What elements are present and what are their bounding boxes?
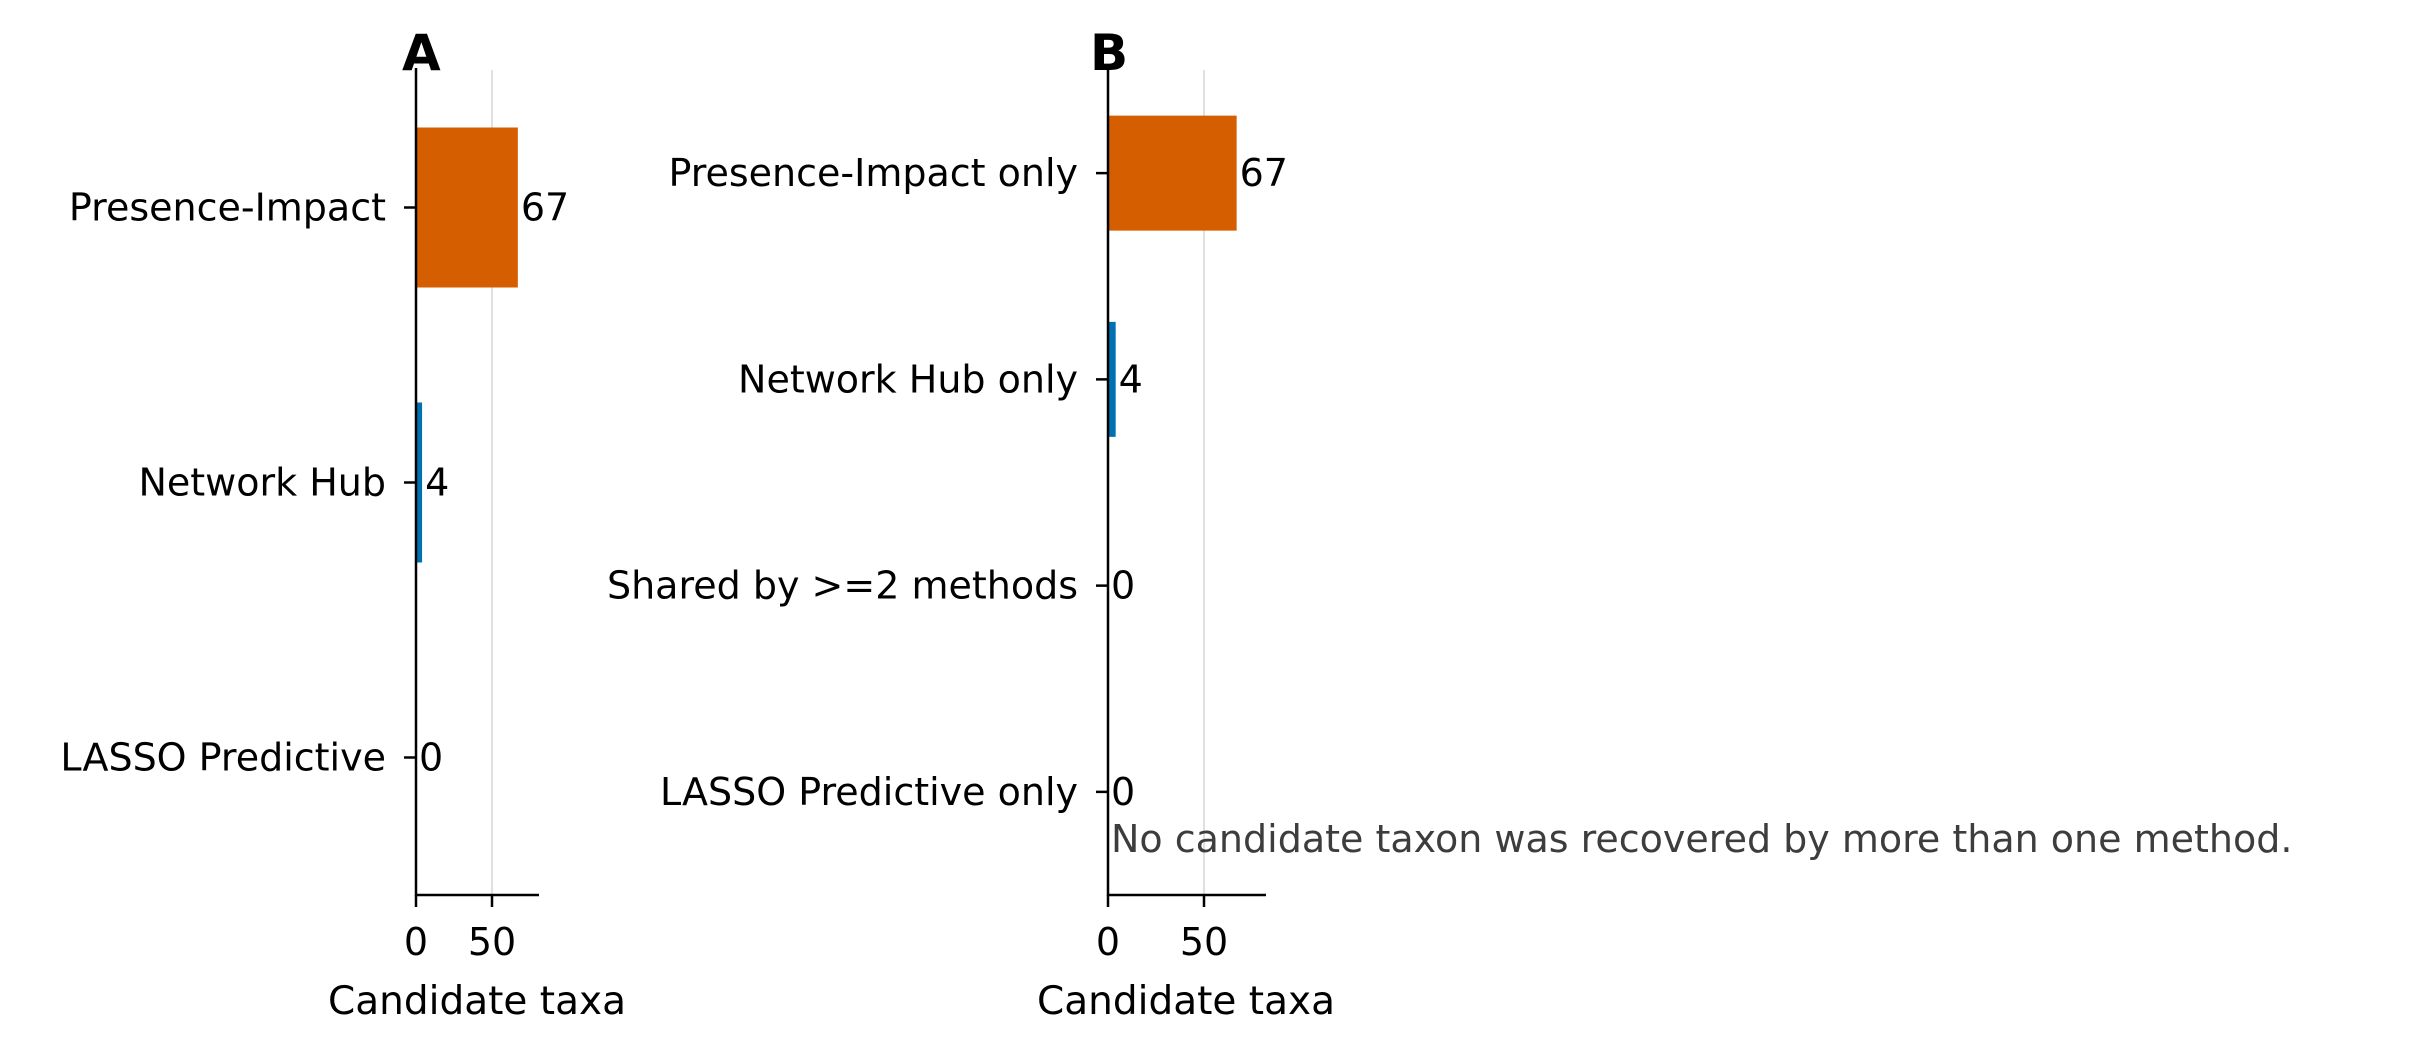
panel-b-category-label: Shared by >=2 methods — [607, 564, 1078, 608]
panel-b-value-label: 67 — [1240, 151, 1288, 195]
panel-a-category-label: LASSO Predictive — [60, 736, 386, 780]
panel-a-bar-1 — [416, 402, 423, 563]
panel-b-x-tick-label: 0 — [1096, 920, 1120, 964]
panel-a-category-label: Presence-Impact — [69, 186, 386, 230]
panel-b-bar-1 — [1108, 321, 1116, 437]
panel-b-annotation: No candidate taxon was recovered by more… — [1111, 817, 2292, 861]
panel-b-value-label: 4 — [1119, 357, 1143, 401]
panel-a-category-label: Network Hub — [138, 461, 386, 505]
panel-b-value-label: 0 — [1111, 770, 1135, 814]
panel-a-value-label: 4 — [425, 461, 449, 505]
panel-a-value-label: 0 — [419, 736, 443, 780]
panel-b-letter: B — [1090, 24, 1128, 82]
panel-b-category-label: LASSO Predictive only — [660, 770, 1078, 814]
panel-b-category-label: Presence-Impact only — [668, 151, 1078, 195]
panel-b-value-label: 0 — [1111, 564, 1135, 608]
panel-a-x-axis-label: Candidate taxa — [328, 979, 626, 1024]
panel-b-x-tick-label: 50 — [1180, 920, 1228, 964]
panel-a-value-label: 67 — [521, 186, 569, 230]
panel-b-x-axis-label: Candidate taxa — [1037, 979, 1335, 1024]
panel-a-letter: A — [402, 24, 441, 82]
panel-a-x-tick-label: 0 — [404, 920, 428, 964]
panel-a-bar-0 — [416, 127, 518, 288]
panel-a-x-tick-label: 50 — [468, 920, 516, 964]
panel-b-bar-0 — [1108, 115, 1237, 231]
panel-b-category-label: Network Hub only — [738, 357, 1078, 401]
